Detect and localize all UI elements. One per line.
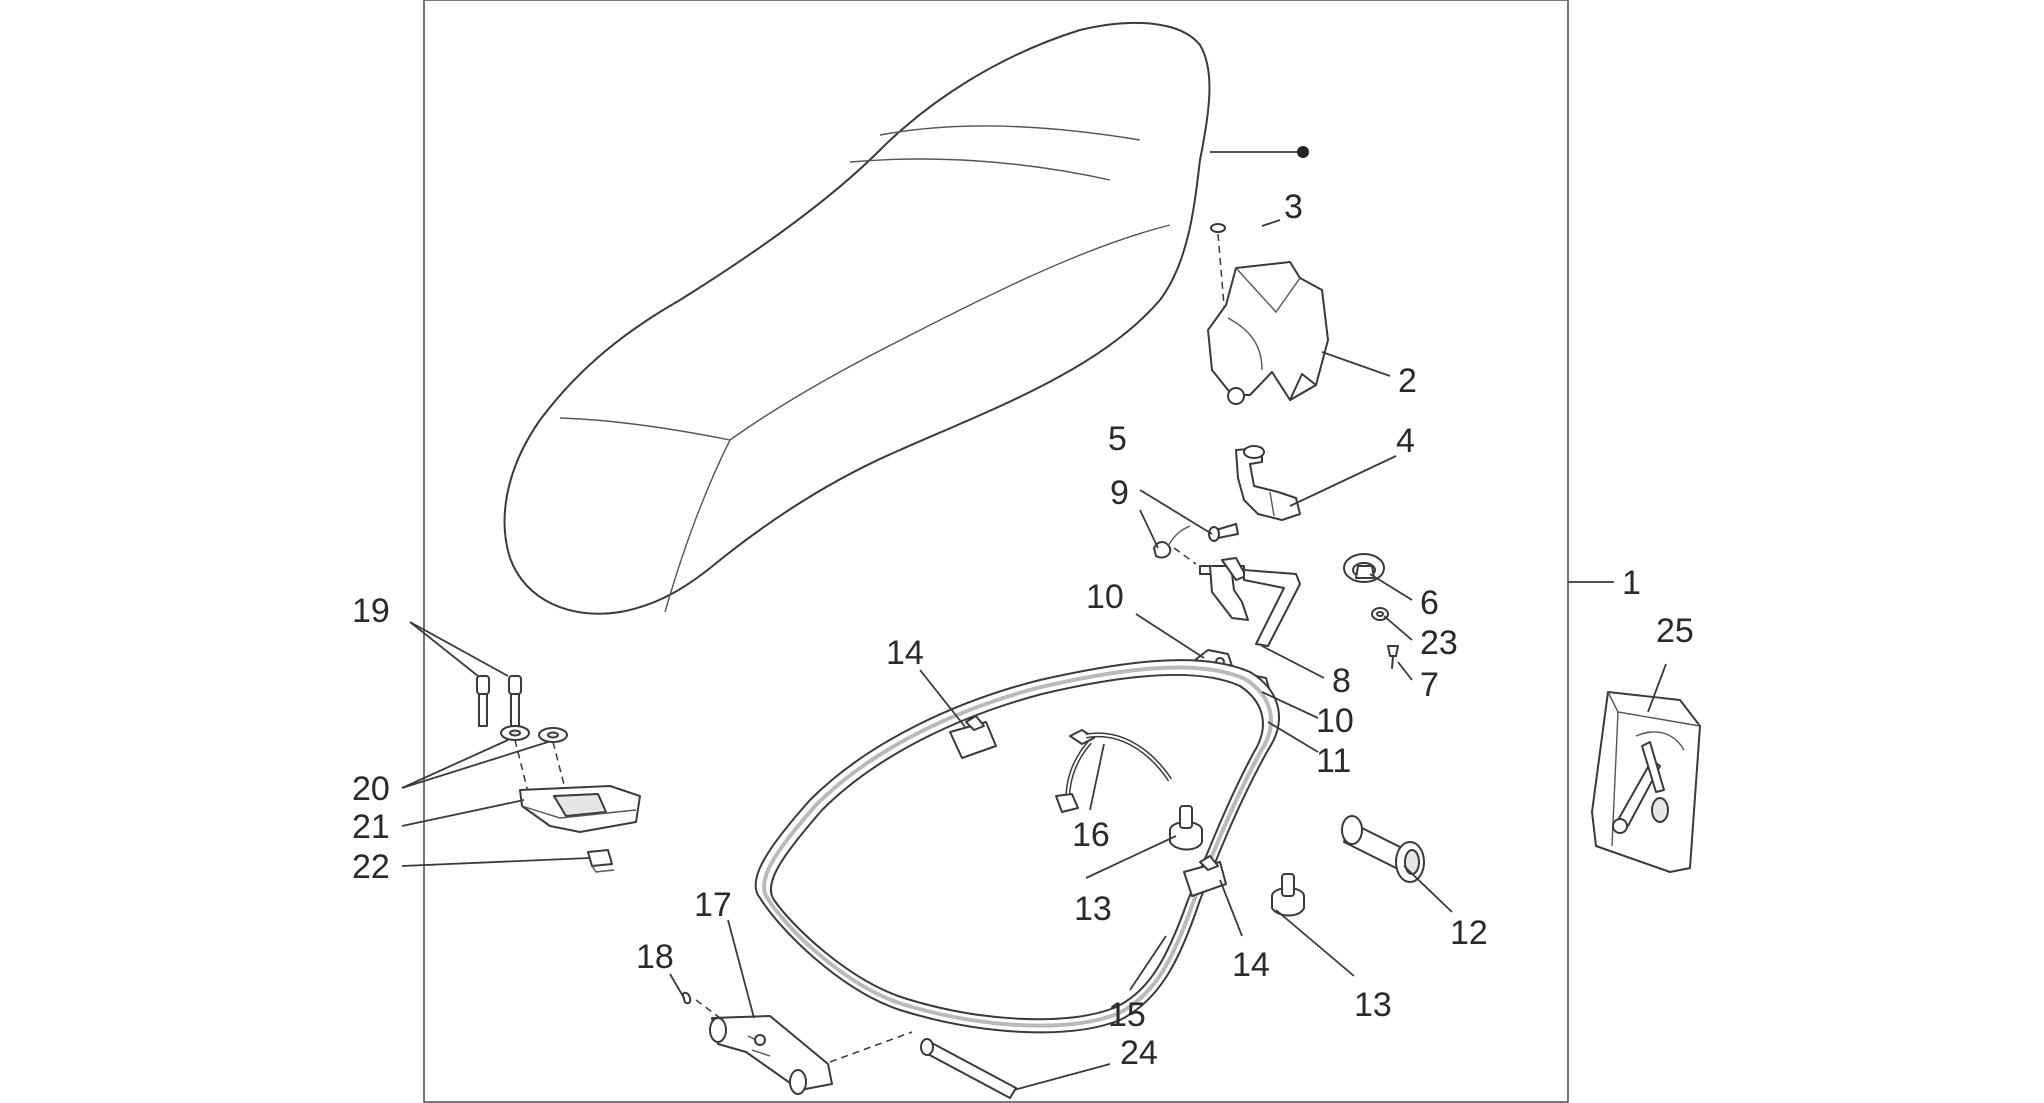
buffer-13a [1169, 805, 1203, 851]
screw-5 [1208, 523, 1239, 542]
callout-12: 12 [1450, 914, 1488, 952]
clip-22 [587, 849, 615, 873]
callout-13a: 13 [1074, 890, 1112, 928]
callout-5: 5 [1108, 420, 1127, 458]
callout-24: 24 [1120, 1034, 1158, 1072]
callout-1: 1 [1622, 564, 1641, 602]
cylinder-12 [1341, 815, 1425, 883]
callout-16: 16 [1072, 816, 1110, 854]
callout-3: 3 [1284, 188, 1303, 226]
seat-gasket-15 [754, 659, 1280, 1034]
tool-kit-25 [1591, 691, 1701, 873]
callout-11: 11 [1316, 742, 1351, 780]
callout-7: 7 [1420, 666, 1439, 704]
callout-18: 18 [636, 938, 674, 976]
pin-18 [681, 991, 692, 1005]
grommet-6 [1343, 553, 1385, 583]
callout-22: 22 [352, 848, 390, 886]
callout-21: 21 [352, 808, 390, 846]
callout-25: 25 [1656, 612, 1694, 650]
leader-lines [401, 146, 1667, 1091]
callout-4: 4 [1396, 422, 1415, 460]
callout-14b: 14 [1232, 946, 1270, 984]
hinge-pin-24 [920, 1038, 1017, 1099]
callout-20: 20 [352, 770, 390, 808]
bracket-21 [519, 785, 641, 833]
clamp-14b [1183, 855, 1227, 897]
latch-mechanism-4 [1235, 445, 1301, 521]
spring-9 [1153, 525, 1191, 559]
latch-housing-2 [1207, 261, 1329, 405]
buffer-13b [1271, 873, 1305, 917]
callout-17: 17 [694, 886, 732, 924]
callout-14a: 14 [886, 634, 924, 672]
bolts-19 [476, 675, 522, 727]
callout-8: 8 [1332, 662, 1351, 700]
cable-16 [1055, 729, 1173, 813]
callout-labels: 1 2 3 4 5 6 7 8 9 10 10 11 12 13 13 14 1… [352, 188, 1694, 1072]
callout-10b: 10 [1316, 702, 1354, 740]
callout-6: 6 [1420, 584, 1439, 622]
clamp-14a [949, 715, 997, 759]
callout-2: 2 [1398, 362, 1417, 400]
callout-13b: 13 [1354, 986, 1392, 1024]
rod-8 [1173, 547, 1301, 647]
seat [503, 21, 1211, 615]
assembly-frame [423, 0, 1569, 1103]
callout-23: 23 [1420, 624, 1458, 662]
screw-7 [1387, 645, 1399, 669]
callout-10a: 10 [1086, 578, 1124, 616]
callout-19: 19 [352, 592, 390, 630]
callout-9: 9 [1110, 474, 1129, 512]
hinge-17 [695, 999, 913, 1095]
callout-15: 15 [1108, 996, 1146, 1034]
